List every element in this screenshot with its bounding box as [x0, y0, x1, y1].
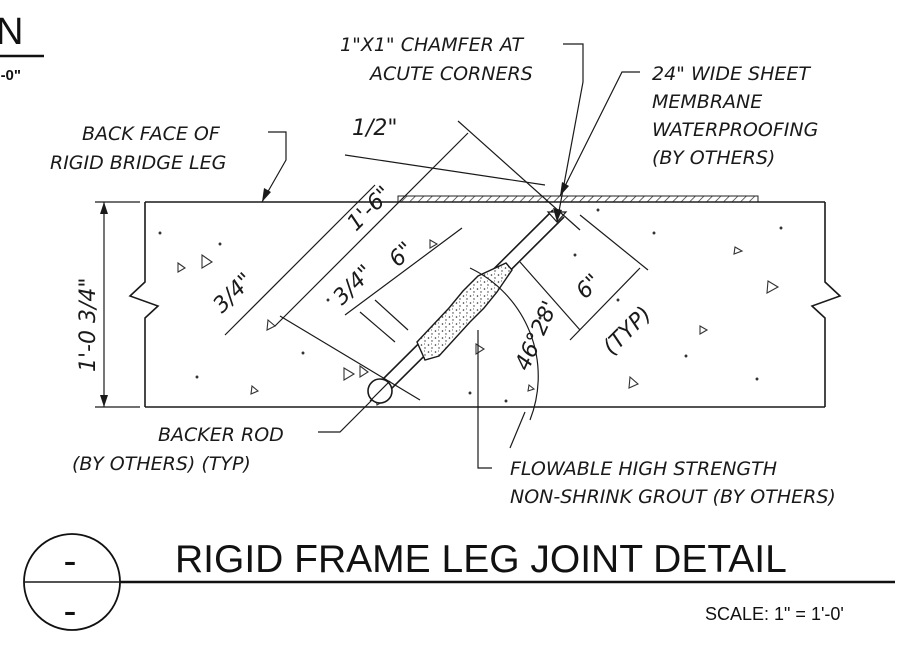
leaders [261, 43, 640, 469]
chamfer-label-line2: ACUTE CORNERS [368, 63, 533, 85]
membrane-label-line4: (BY OTHERS) [652, 147, 775, 169]
membrane-label-line2: MEMBRANE [652, 91, 762, 113]
right-break-line [810, 202, 842, 407]
tick-b [359, 311, 396, 343]
six-typ-ext-top [579, 214, 649, 271]
header-scale-fragment: '-0" [0, 67, 21, 84]
membrane-label-line3: WATERPROOFING [652, 119, 818, 141]
grout-label-line2: NON-SHRINK GROUT (BY OTHERS) [510, 486, 836, 508]
back-face-label-line2: RIGID BRIDGE LEG [50, 152, 226, 174]
grout-fill [416, 262, 513, 361]
chamfer-leader [556, 43, 584, 223]
back-face-leader [261, 131, 287, 203]
dim-six-typ: 6" [572, 270, 607, 305]
header-fragment: N [0, 11, 23, 53]
dim-three-quarter-inner: 3/4" [329, 260, 379, 310]
bubble-bottom-text: - [64, 590, 77, 633]
tick-a [374, 299, 409, 331]
one-six-dim-line [274, 132, 469, 327]
membrane-strip [397, 195, 759, 203]
back-face-label-line1: BACK FACE OF [82, 123, 221, 145]
six-dim-line [344, 227, 463, 316]
dim-three-quarter-outer: 3/4" [209, 268, 259, 318]
bubble-top-text: - [64, 540, 77, 583]
one-six-ext-bottom [279, 315, 421, 401]
membrane-label-line1: 24" WIDE SHEET [652, 63, 811, 85]
aggregate-symbols [158, 208, 783, 406]
detail-scale: SCALE: 1" = 1'-0' [705, 604, 844, 624]
dim-six: 6" [385, 238, 420, 273]
six-typ-ext-bottom [519, 261, 581, 331]
membrane-leader [559, 71, 640, 197]
six-typ-dim-line [569, 267, 641, 341]
backer-label-line1: BACKER ROD [158, 424, 284, 446]
half-inch-leader [344, 154, 546, 186]
angle-arc [469, 267, 539, 421]
backer-leader [318, 399, 373, 433]
dim-half-inch: 1/2" [352, 116, 398, 141]
one-six-ext-top [457, 120, 581, 231]
dim-typ: (TYP) [599, 302, 657, 360]
dim-angle: 46°28' [511, 298, 564, 375]
grout-leader [477, 330, 492, 469]
dim-depth: 1'-0 3/4" [76, 278, 101, 373]
left-break-line [128, 202, 160, 407]
grout-label-line1: FLOWABLE HIGH STRENGTH [510, 458, 777, 480]
three-quarter-outer-ext [224, 184, 376, 336]
backer-label-line2: (BY OTHERS) (TYP) [72, 453, 251, 475]
detail-title: RIGID FRAME LEG JOINT DETAIL [175, 538, 787, 581]
title-block: - - RIGID FRAME LEG JOINT DETAIL SCALE: … [23, 533, 895, 633]
chamfer-label-line1: 1"X1" CHAMFER AT [340, 34, 524, 56]
